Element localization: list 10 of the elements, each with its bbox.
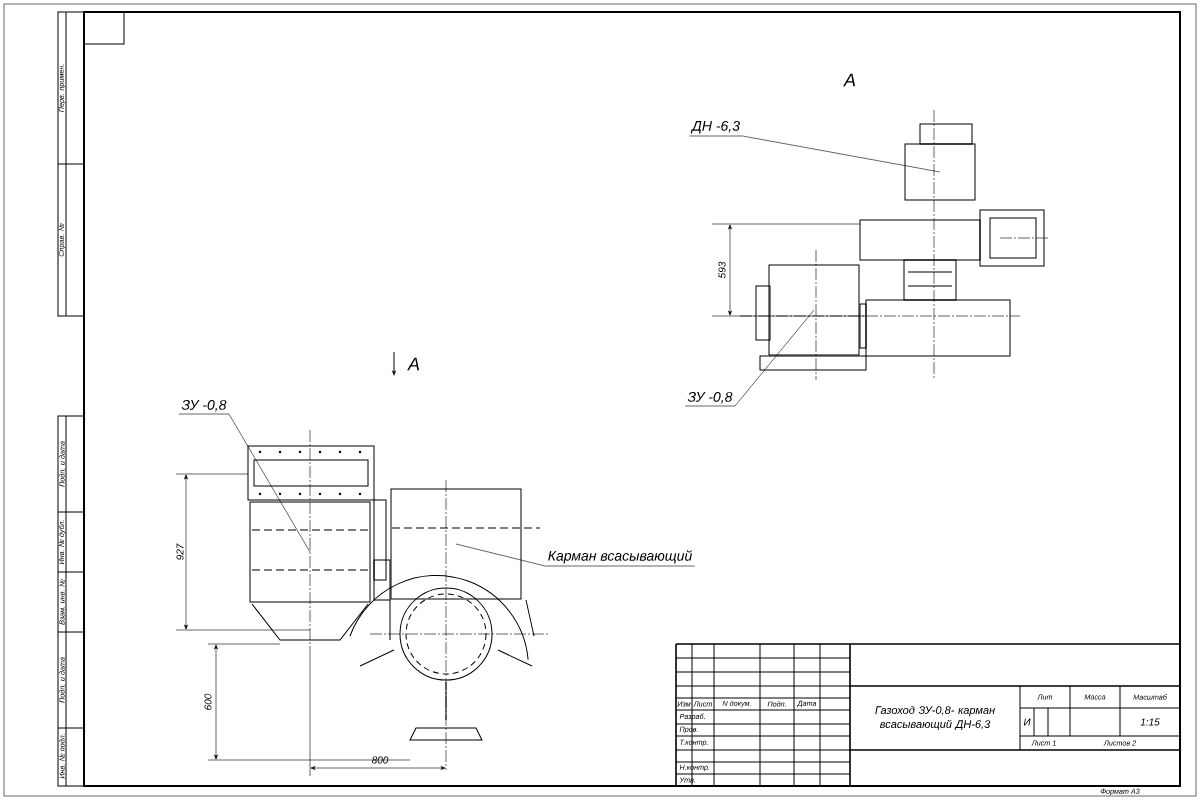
part-outline <box>390 488 522 600</box>
leader-line <box>742 135 941 173</box>
part-outline <box>249 501 371 603</box>
part-outline <box>904 143 976 201</box>
leader-line <box>455 543 546 567</box>
part-outline <box>768 264 860 356</box>
leader-line <box>228 413 311 553</box>
view-letter: А <box>843 73 856 87</box>
view-letter: А <box>407 357 420 371</box>
leader-line <box>734 309 815 407</box>
